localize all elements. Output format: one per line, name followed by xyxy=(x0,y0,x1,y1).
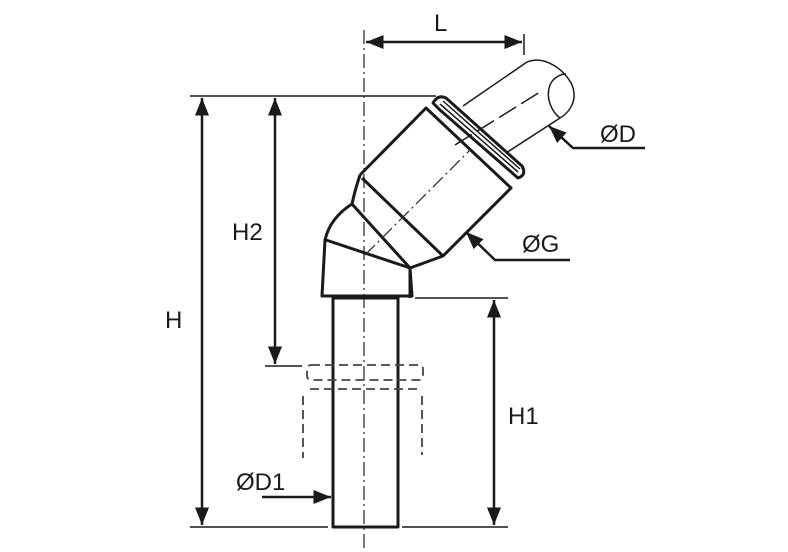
leader-OG xyxy=(465,231,570,262)
label-H: H xyxy=(165,307,182,334)
stem xyxy=(331,296,400,529)
label-OG: ØG xyxy=(522,231,559,258)
extension-lines xyxy=(190,34,525,528)
label-OD: ØD xyxy=(600,121,636,148)
collet-ring xyxy=(431,95,526,180)
label-OD1: ØD1 xyxy=(236,469,285,496)
label-H2: H2 xyxy=(232,219,263,246)
label-L: L xyxy=(434,10,447,37)
label-H1: H1 xyxy=(508,403,539,430)
dashed-nut xyxy=(302,364,424,458)
leader-OD xyxy=(548,125,645,150)
elbow-body xyxy=(320,106,513,298)
